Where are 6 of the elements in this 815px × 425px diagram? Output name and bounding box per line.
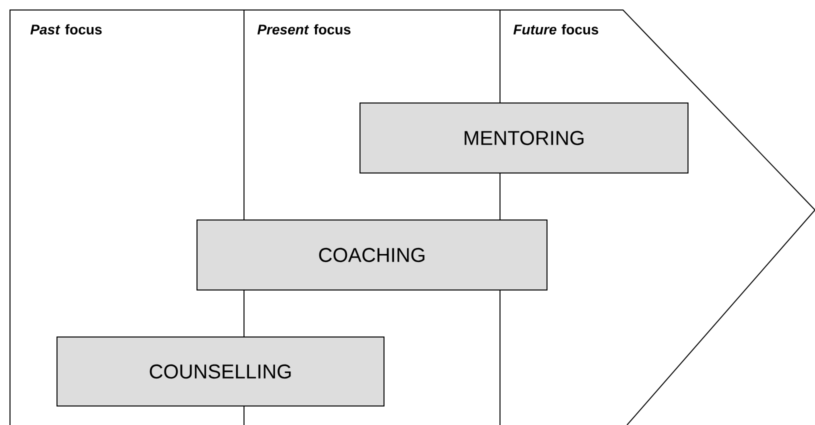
process-box: COUNSELLING: [56, 336, 384, 406]
column-heading: Past focus: [30, 24, 102, 34]
column-heading: Present focus: [257, 24, 350, 34]
column-heading: Future focus: [513, 24, 598, 34]
process-box: MENTORING: [360, 102, 688, 174]
process-box: COACHING: [196, 220, 548, 290]
